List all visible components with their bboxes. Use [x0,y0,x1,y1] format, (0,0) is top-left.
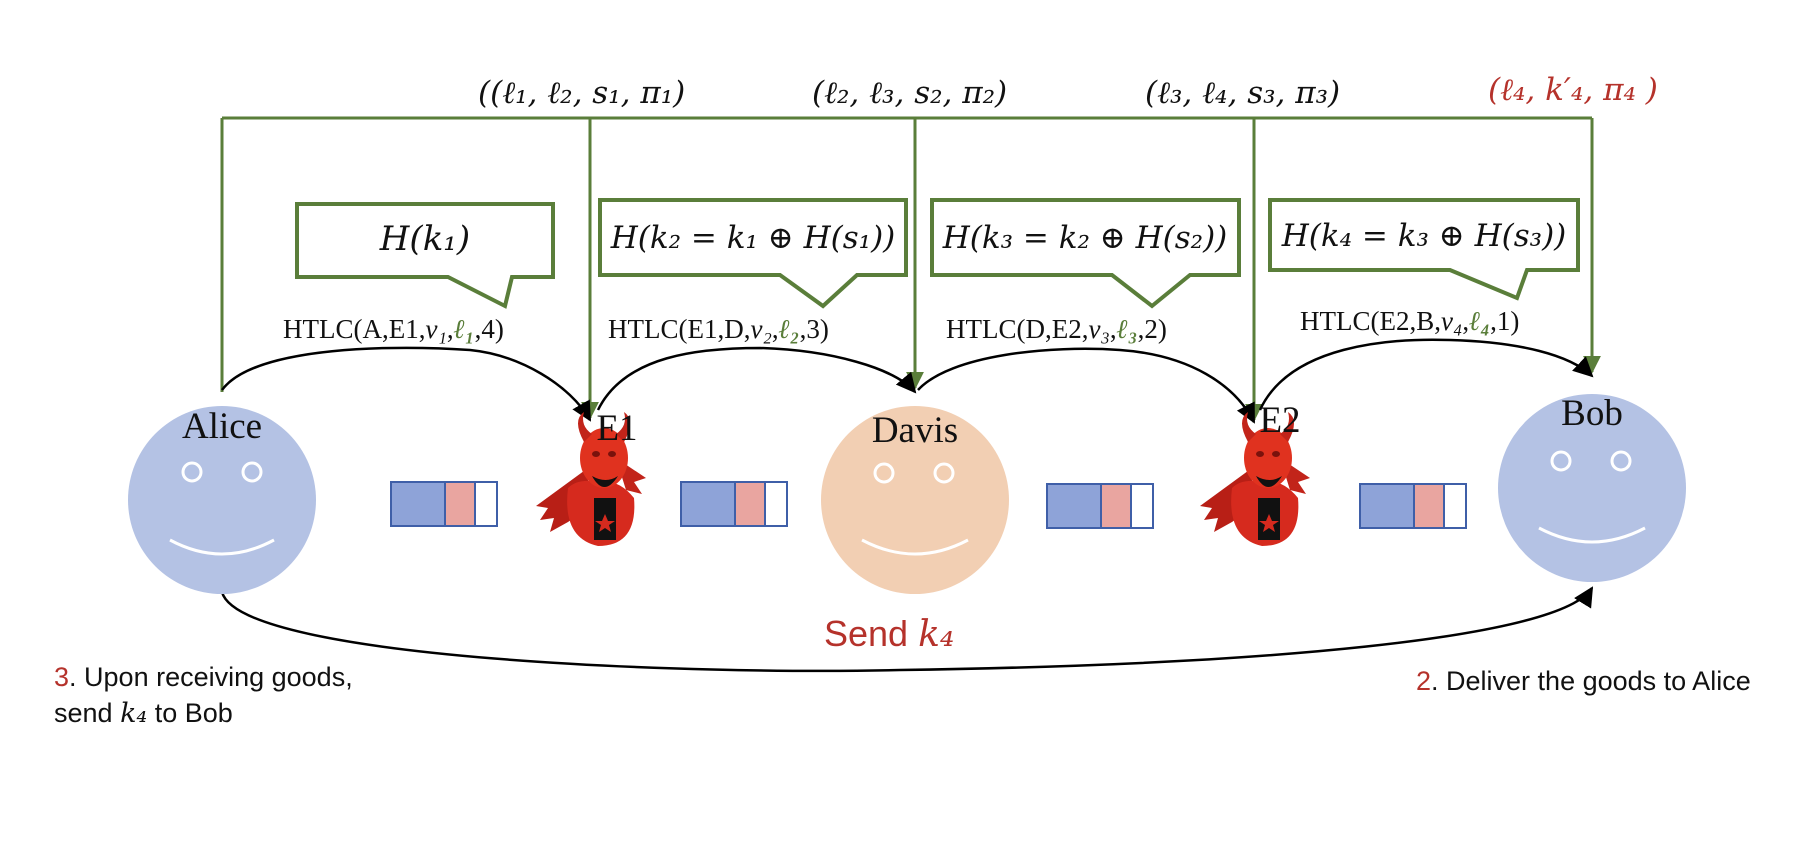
hash-text-3: H(k₃ = k₂ ⊕ H(s₂)) [942,220,1228,256]
htlc-arc-2 [596,346,917,411]
node-label-davis: Davis [872,410,958,451]
hash-text-4: H(k₄ = k₃ ⊕ H(s₃)) [1281,218,1567,254]
hash-callout-2 [598,198,908,309]
htlc-label-3: HTLC(D,E2,v₃,ℓ₃,2) [946,314,1167,344]
note-right: 2. Deliver the goods to Alice [1416,666,1751,696]
node-label-bob: Bob [1561,393,1623,434]
htlc-arc-1 [220,346,592,422]
top-label-3: (ℓ₃, ℓ₄, s₃, π₃) [1145,75,1340,111]
send-k4-label: Send k₄ [824,613,954,655]
alice-avatar [128,406,316,594]
note-left-line1: 3. Upon receiving goods, [54,662,353,692]
hash-callout-3 [930,198,1241,309]
send-arc-alice-to-bob [220,586,1594,673]
green-connector-network [220,116,1601,422]
hash-callout-4 [1268,198,1580,301]
top-label-2: (ℓ₂, ℓ₃, s₂, π₂) [812,75,1007,111]
hash-callout-1 [295,202,555,309]
channel-bar-1 [390,481,498,527]
top-label-4: (ℓ₄, k′₄, π₄ ) [1488,72,1658,108]
htlc-arc-4 [1258,338,1594,411]
htlc-arc-3 [917,347,1256,424]
davis-avatar [821,406,1009,594]
node-label-e1: E1 [596,408,637,449]
node-label-e2: E2 [1259,400,1300,441]
hash-text-1: H(k₁) [379,219,470,259]
bob-avatar [1498,394,1686,582]
channel-bar-2 [680,481,788,527]
note-left-line2: send k₄ to Bob [54,698,233,729]
htlc-label-2: HTLC(E1,D,v₂,ℓ₂,3) [608,314,829,344]
hash-text-2: H(k₂ = k₁ ⊕ H(s₁)) [610,220,896,256]
htlc-label-1: HTLC(A,E1,v₁,ℓ₁,4) [283,314,504,344]
htlc-label-4: HTLC(E2,B,v₄,ℓ₄,1) [1300,306,1519,336]
node-label-alice: Alice [182,406,262,447]
channel-bar-3 [1046,483,1154,529]
top-label-1: ((ℓ₁, ℓ₂, s₁, π₁) [478,75,685,111]
channel-bar-4 [1359,483,1467,529]
